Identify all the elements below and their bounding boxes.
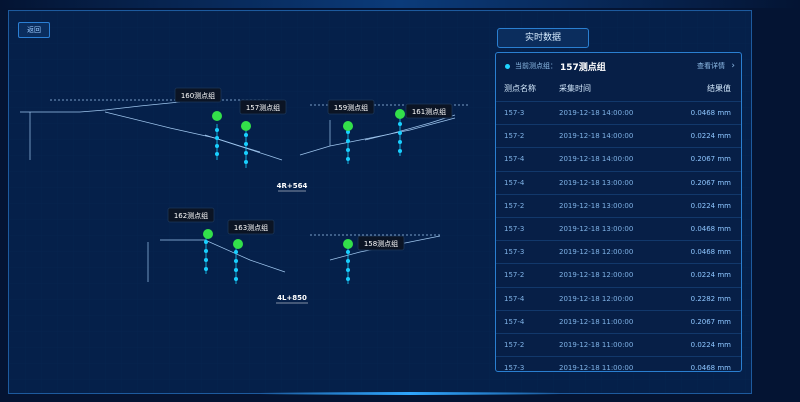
cell-point-name: 157-4 bbox=[504, 317, 525, 326]
chevron-right-icon[interactable]: › bbox=[731, 61, 735, 71]
cell-point-name: 157-3 bbox=[504, 364, 525, 373]
cell-result: 0.2067 mm bbox=[690, 155, 731, 164]
cell-point-name: 157-4 bbox=[504, 294, 525, 303]
label-159-text: 159测点组 bbox=[334, 103, 368, 112]
cell-point-name: 157-4 bbox=[504, 155, 525, 164]
header-result: 结果值 bbox=[707, 84, 731, 93]
cell-collect-time: 2019-12-18 11:00:00 bbox=[559, 364, 634, 373]
cell-result: 0.2282 mm bbox=[690, 294, 731, 303]
cell-collect-time: 2019-12-18 12:00:00 bbox=[559, 271, 634, 280]
table-header: 测点名称 采集时间 结果值 bbox=[496, 83, 741, 99]
sensor-columns bbox=[204, 118, 402, 284]
cell-collect-time: 2019-12-18 13:00:00 bbox=[559, 225, 634, 234]
current-group-value: 157测点组 bbox=[560, 62, 606, 73]
cell-collect-time: 2019-12-18 13:00:00 bbox=[559, 178, 634, 187]
realtime-data-panel: 当前测点组： 157测点组 查看详情 › 测点名称 采集时间 结果值 157-3… bbox=[495, 52, 742, 372]
table-row[interactable]: 157-3 2019-12-18 11:00:00 0.0468 mm bbox=[496, 356, 741, 379]
current-group-label: 当前测点组： bbox=[515, 62, 557, 70]
panel-header: 当前测点组： 157测点组 查看详情 › bbox=[496, 53, 741, 79]
cell-collect-time: 2019-12-18 11:00:00 bbox=[559, 340, 634, 349]
cell-result: 0.0468 mm bbox=[690, 225, 731, 234]
label-163-text: 163测点组 bbox=[234, 223, 268, 232]
section-label-lower-text: 4L+850 bbox=[277, 294, 307, 302]
cell-point-name: 157-2 bbox=[504, 271, 525, 280]
cell-collect-time: 2019-12-18 13:00:00 bbox=[559, 201, 634, 210]
label-161-text: 161测点组 bbox=[412, 107, 446, 116]
cell-result: 0.0224 mm bbox=[690, 271, 731, 280]
panel-tab-realtime[interactable]: 实时数据 bbox=[497, 28, 589, 48]
table-row[interactable]: 157-3 2019-12-18 13:00:00 0.0468 mm bbox=[496, 216, 741, 240]
cell-collect-time: 2019-12-18 14:00:00 bbox=[559, 109, 634, 118]
cell-collect-time: 2019-12-18 12:00:00 bbox=[559, 294, 634, 303]
label-162[interactable]: 162测点组 bbox=[167, 207, 215, 223]
cell-point-name: 157-3 bbox=[504, 109, 525, 118]
label-159[interactable]: 159测点组 bbox=[327, 99, 375, 115]
cross-section-drawing: 160测点组 157测点组 159测点组 161测点组 162测点组 163测点… bbox=[20, 87, 470, 304]
table-row[interactable]: 157-2 2019-12-18 13:00:00 0.0224 mm bbox=[496, 193, 741, 217]
table-row[interactable]: 157-2 2019-12-18 14:00:00 0.0224 mm bbox=[496, 124, 741, 147]
label-161[interactable]: 161测点组 bbox=[405, 103, 453, 119]
bottom-glow-decoration bbox=[260, 392, 560, 395]
table-row[interactable]: 157-2 2019-12-18 12:00:00 0.0224 mm bbox=[496, 263, 741, 286]
header-point-name: 测点名称 bbox=[504, 84, 536, 93]
back-button[interactable]: 返回 bbox=[18, 22, 50, 38]
cell-point-name: 157-2 bbox=[504, 132, 525, 141]
cell-point-name: 157-2 bbox=[504, 201, 525, 210]
cell-result: 0.2067 mm bbox=[690, 317, 731, 326]
label-158-text: 158测点组 bbox=[364, 239, 398, 248]
header-collect-time: 采集时间 bbox=[559, 84, 591, 93]
cell-point-name: 157-4 bbox=[504, 178, 525, 187]
table-row[interactable]: 157-4 2019-12-18 12:00:00 0.2282 mm bbox=[496, 286, 741, 310]
view-details-link[interactable]: 查看详情 bbox=[697, 62, 725, 70]
cell-collect-time: 2019-12-18 14:00:00 bbox=[559, 132, 634, 141]
table-row[interactable]: 157-3 2019-12-18 14:00:00 0.0468 mm bbox=[496, 101, 741, 124]
cell-result: 0.0224 mm bbox=[690, 132, 731, 141]
cell-point-name: 157-3 bbox=[504, 225, 525, 234]
cell-result: 0.0468 mm bbox=[690, 109, 731, 118]
table-row[interactable]: 157-2 2019-12-18 11:00:00 0.0224 mm bbox=[496, 332, 741, 356]
cell-result: 0.0224 mm bbox=[690, 340, 731, 349]
cell-result: 0.0468 mm bbox=[690, 248, 731, 257]
table-body: 157-3 2019-12-18 14:00:00 0.0468 mm 157-2 20… bbox=[496, 101, 741, 379]
label-158[interactable]: 158测点组 bbox=[357, 235, 405, 251]
table-row[interactable]: 157-4 2019-12-18 13:00:00 0.2067 mm bbox=[496, 170, 741, 194]
cell-point-name: 157-3 bbox=[504, 248, 525, 257]
location-markers bbox=[203, 109, 405, 249]
cell-result: 0.0224 mm bbox=[690, 201, 731, 210]
label-160-text: 160测点组 bbox=[181, 91, 215, 100]
cell-collect-time: 2019-12-18 12:00:00 bbox=[559, 248, 634, 257]
label-157-text: 157测点组 bbox=[246, 103, 280, 112]
table-row[interactable]: 157-4 2019-12-18 11:00:00 0.2067 mm bbox=[496, 309, 741, 333]
label-163[interactable]: 163测点组 bbox=[227, 219, 275, 235]
top-edge-decoration bbox=[0, 0, 800, 8]
status-dot-icon bbox=[505, 63, 510, 69]
label-157[interactable]: 157测点组 bbox=[239, 99, 287, 115]
cell-collect-time: 2019-12-18 14:00:00 bbox=[559, 155, 634, 164]
cell-point-name: 157-2 bbox=[504, 340, 525, 349]
cell-result: 0.0468 mm bbox=[690, 364, 731, 373]
label-160[interactable]: 160测点组 bbox=[174, 87, 222, 103]
section-label-lower: 4L+850 bbox=[276, 294, 308, 304]
label-162-text: 162测点组 bbox=[174, 211, 208, 220]
table-row[interactable]: 157-3 2019-12-18 12:00:00 0.0468 mm bbox=[496, 240, 741, 263]
table-row[interactable]: 157-4 2019-12-18 14:00:00 0.2067 mm bbox=[496, 147, 741, 170]
section-label-upper-text: 4R+564 bbox=[277, 182, 308, 190]
section-label-upper: 4R+564 bbox=[277, 182, 308, 192]
cell-collect-time: 2019-12-18 11:00:00 bbox=[559, 317, 634, 326]
cell-result: 0.2067 mm bbox=[690, 178, 731, 187]
